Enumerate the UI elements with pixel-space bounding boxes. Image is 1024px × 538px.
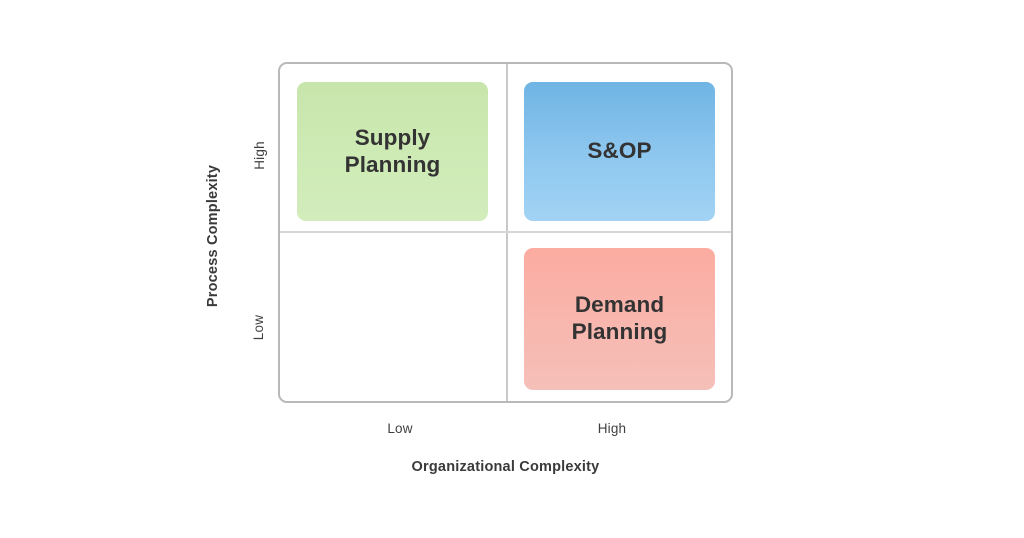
quadrant-card-supply-planning-label: Supply Planning: [345, 125, 441, 178]
quadrant-card-demand-planning-label: Demand Planning: [572, 292, 668, 345]
quadrant-card-supply-planning[interactable]: Supply Planning: [297, 82, 488, 221]
y-axis-tick-high-label: High: [251, 140, 267, 170]
quadrant-label-line-2: Planning: [344, 151, 441, 177]
y-axis-tick-low: Low: [246, 290, 272, 364]
quadrant-empty-bottom-left: [280, 233, 505, 401]
x-axis-title: Organizational Complexity: [411, 459, 600, 475]
y-axis-tick-low-label: Low: [251, 314, 267, 340]
quadrant-label-line-1: Supply: [354, 124, 431, 150]
quadrant-card-sop[interactable]: S&OP: [524, 82, 715, 221]
quadrant-label-line-1: Demand: [574, 292, 665, 318]
quadrant-label-line-2: Planning: [571, 319, 668, 344]
y-axis-title-label: Process Complexity: [205, 164, 221, 307]
matrix-horizontal-divider: [280, 231, 731, 233]
quadrant-card-demand-planning[interactable]: Demand Planning: [524, 248, 715, 390]
x-axis-tick-high: High: [597, 420, 627, 436]
y-axis-title: Process Complexity: [200, 63, 226, 408]
x-axis-tick-low: Low: [387, 420, 413, 436]
quadrant-card-sop-label: S&OP: [587, 138, 651, 165]
y-axis-tick-high: High: [246, 118, 272, 192]
quadrant-label-line-1: S&OP: [587, 138, 652, 164]
